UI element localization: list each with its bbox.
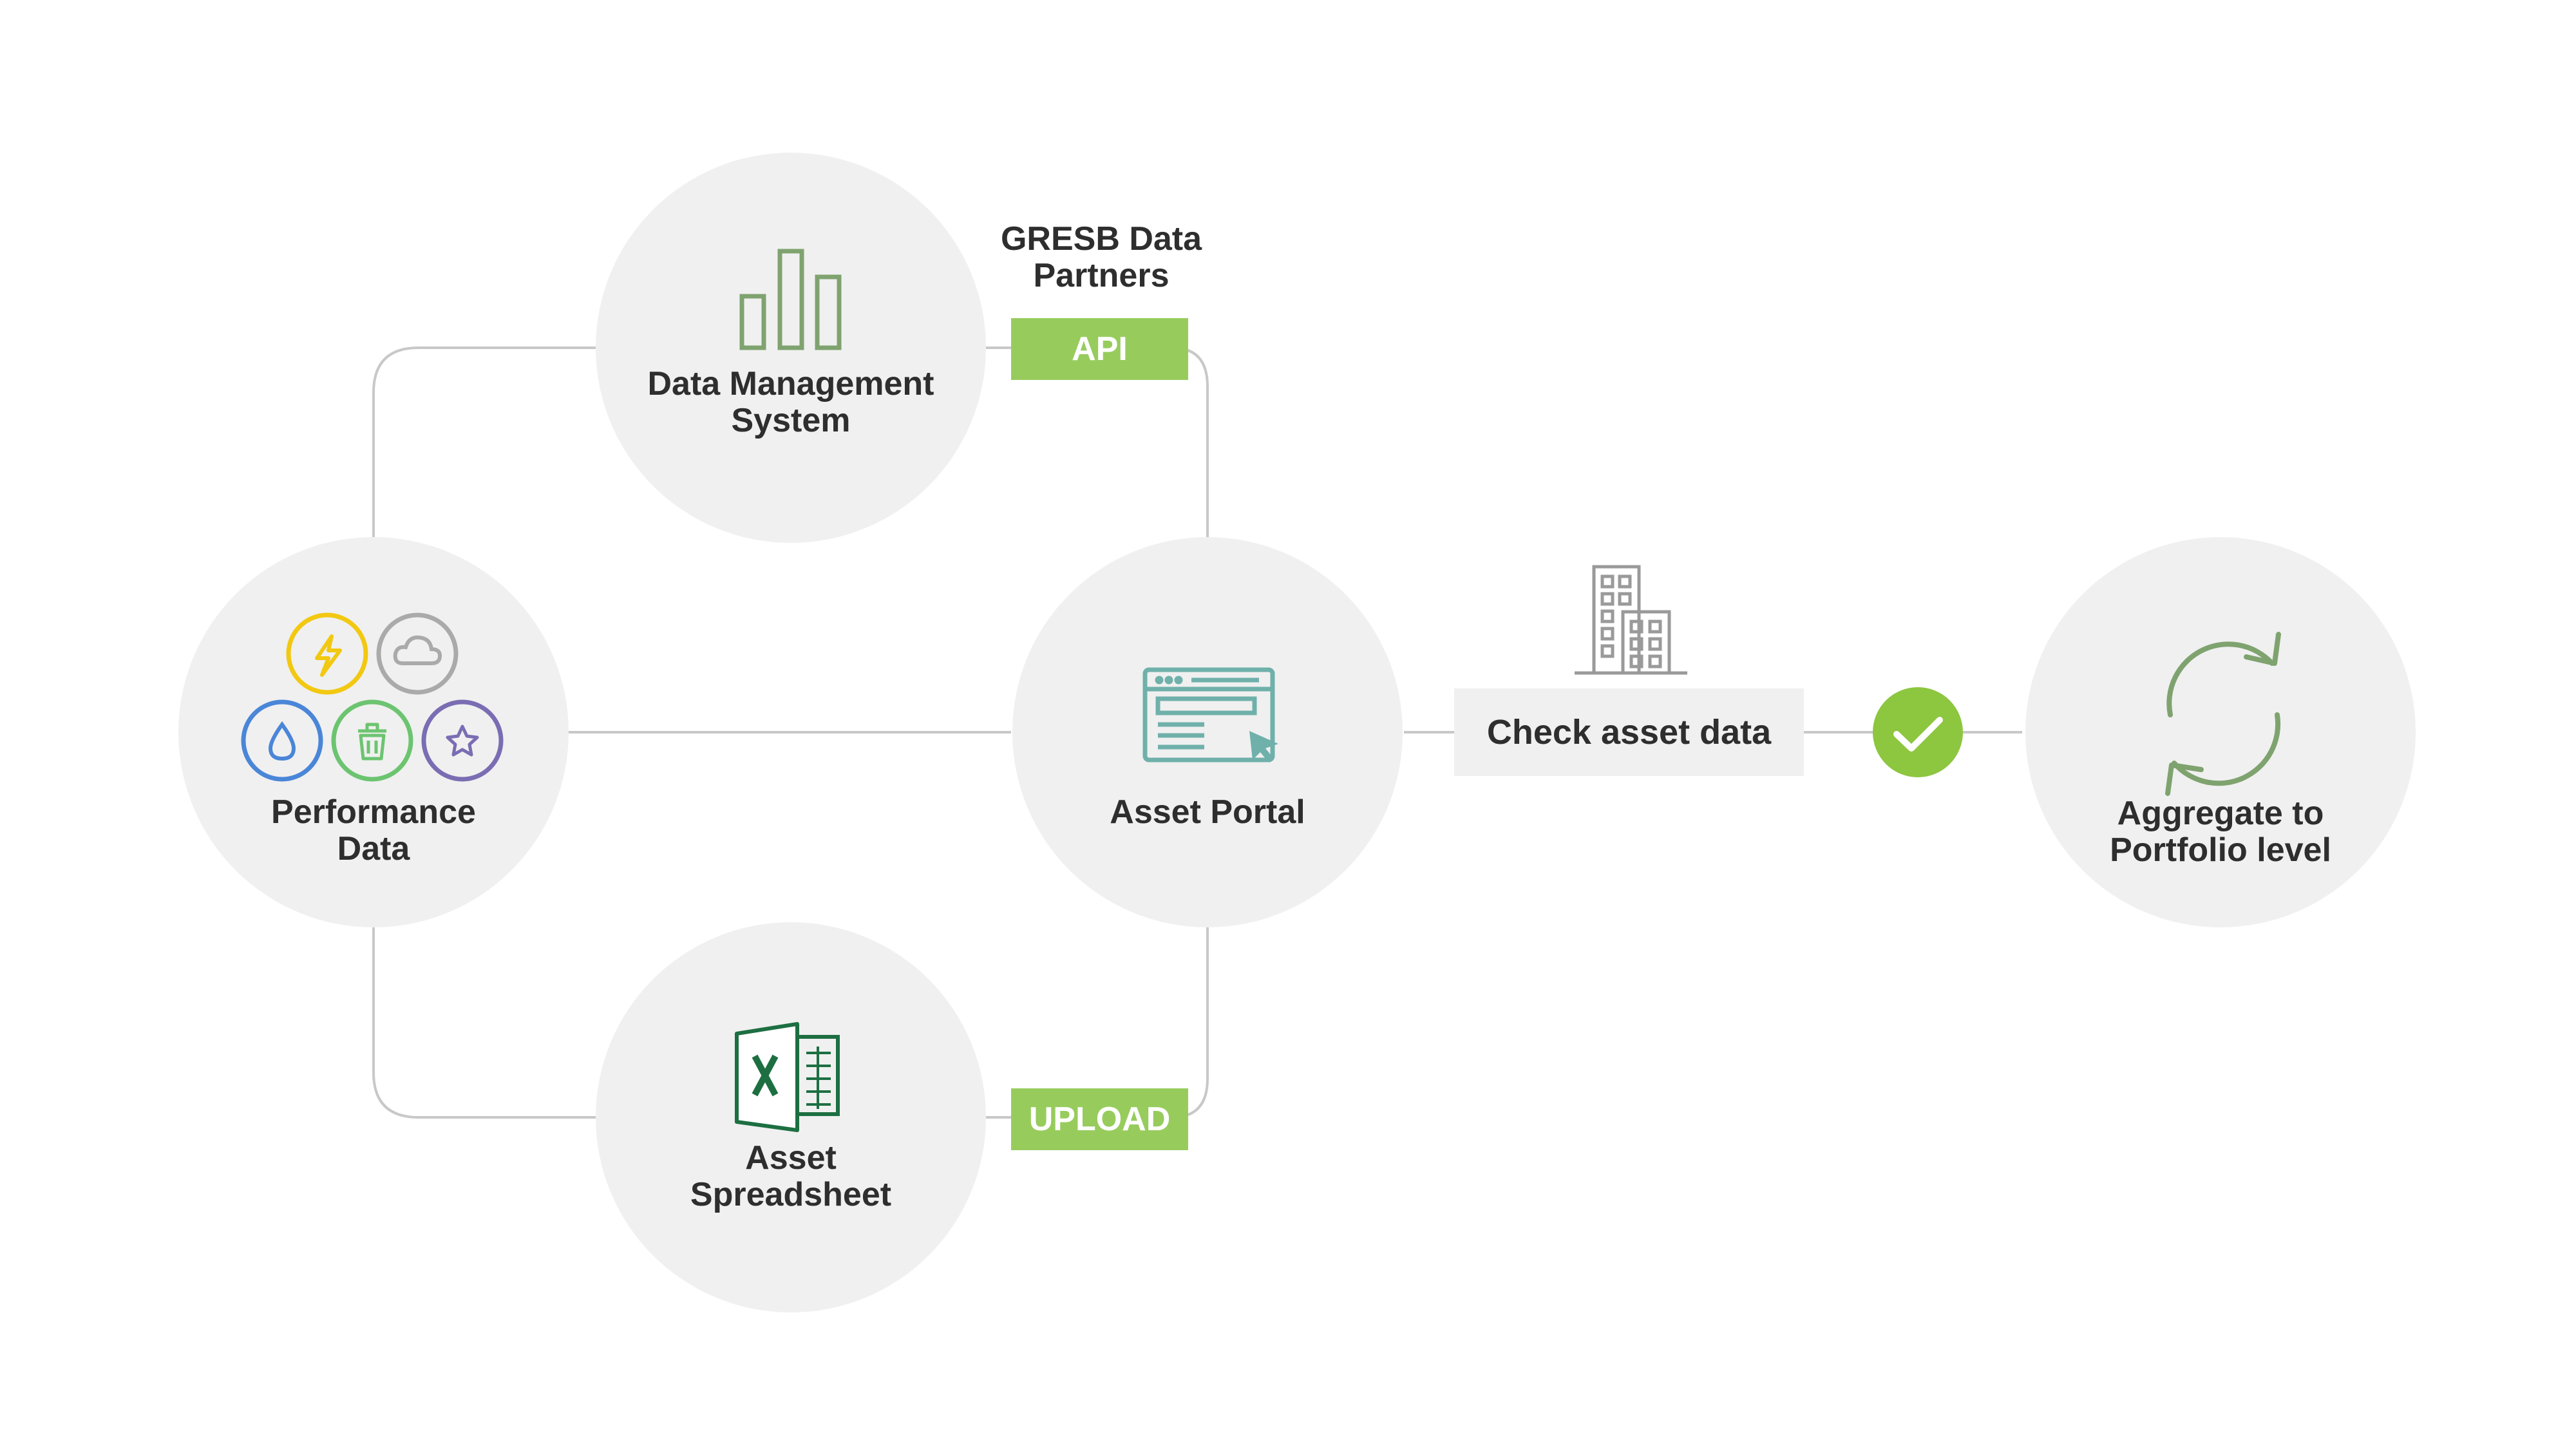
lightning-icon — [286, 612, 368, 695]
star-icon — [421, 699, 504, 782]
buildings-icon — [1575, 565, 1687, 675]
spreadsheet-label-line2: Spreadsheet — [690, 1176, 892, 1213]
aggregate-circle — [2025, 537, 2416, 927]
bar-chart-icon — [739, 249, 842, 350]
spreadsheet-label: Asset Spreadsheet — [598, 1140, 984, 1213]
browser-window-cursor-icon — [1142, 667, 1278, 762]
spreadsheet-label-line1: Asset — [745, 1139, 837, 1177]
portal-label: Asset Portal — [1110, 793, 1305, 831]
partners-label-line1: GRESB Data — [1000, 220, 1202, 258]
connector-performance-to-dms — [372, 346, 596, 538]
excel-icon — [735, 1022, 840, 1132]
check-asset-data-box: Check asset data — [1454, 688, 1804, 776]
water-drop-icon — [241, 699, 323, 782]
performance-label: Performance Data — [180, 794, 567, 867]
aggregate-label-line2: Portfolio level — [2110, 831, 2331, 869]
dms-label-line1: Data Management — [647, 365, 934, 402]
connector-performance-to-spreadsheet — [372, 927, 596, 1119]
portal-circle — [1012, 537, 1403, 927]
checkmark-icon — [1873, 687, 1963, 777]
aggregate-label-line1: Aggregate to — [2117, 795, 2324, 832]
performance-label-line2: Data — [337, 830, 410, 867]
cloud-icon — [376, 612, 459, 695]
partners-label: GRESB Data Partners — [947, 221, 1256, 294]
performance-label-line1: Performance — [271, 793, 476, 831]
partners-label-line2: Partners — [1033, 257, 1170, 294]
dms-label-line2: System — [731, 402, 851, 439]
refresh-cycle-icon — [2165, 632, 2281, 796]
aggregate-label: Aggregate to Portfolio level — [2027, 795, 2414, 869]
dms-label: Data Management System — [598, 366, 984, 439]
upload-tag: UPLOAD — [1011, 1088, 1188, 1150]
waste-bin-icon — [331, 699, 413, 782]
api-tag: API — [1011, 318, 1188, 380]
